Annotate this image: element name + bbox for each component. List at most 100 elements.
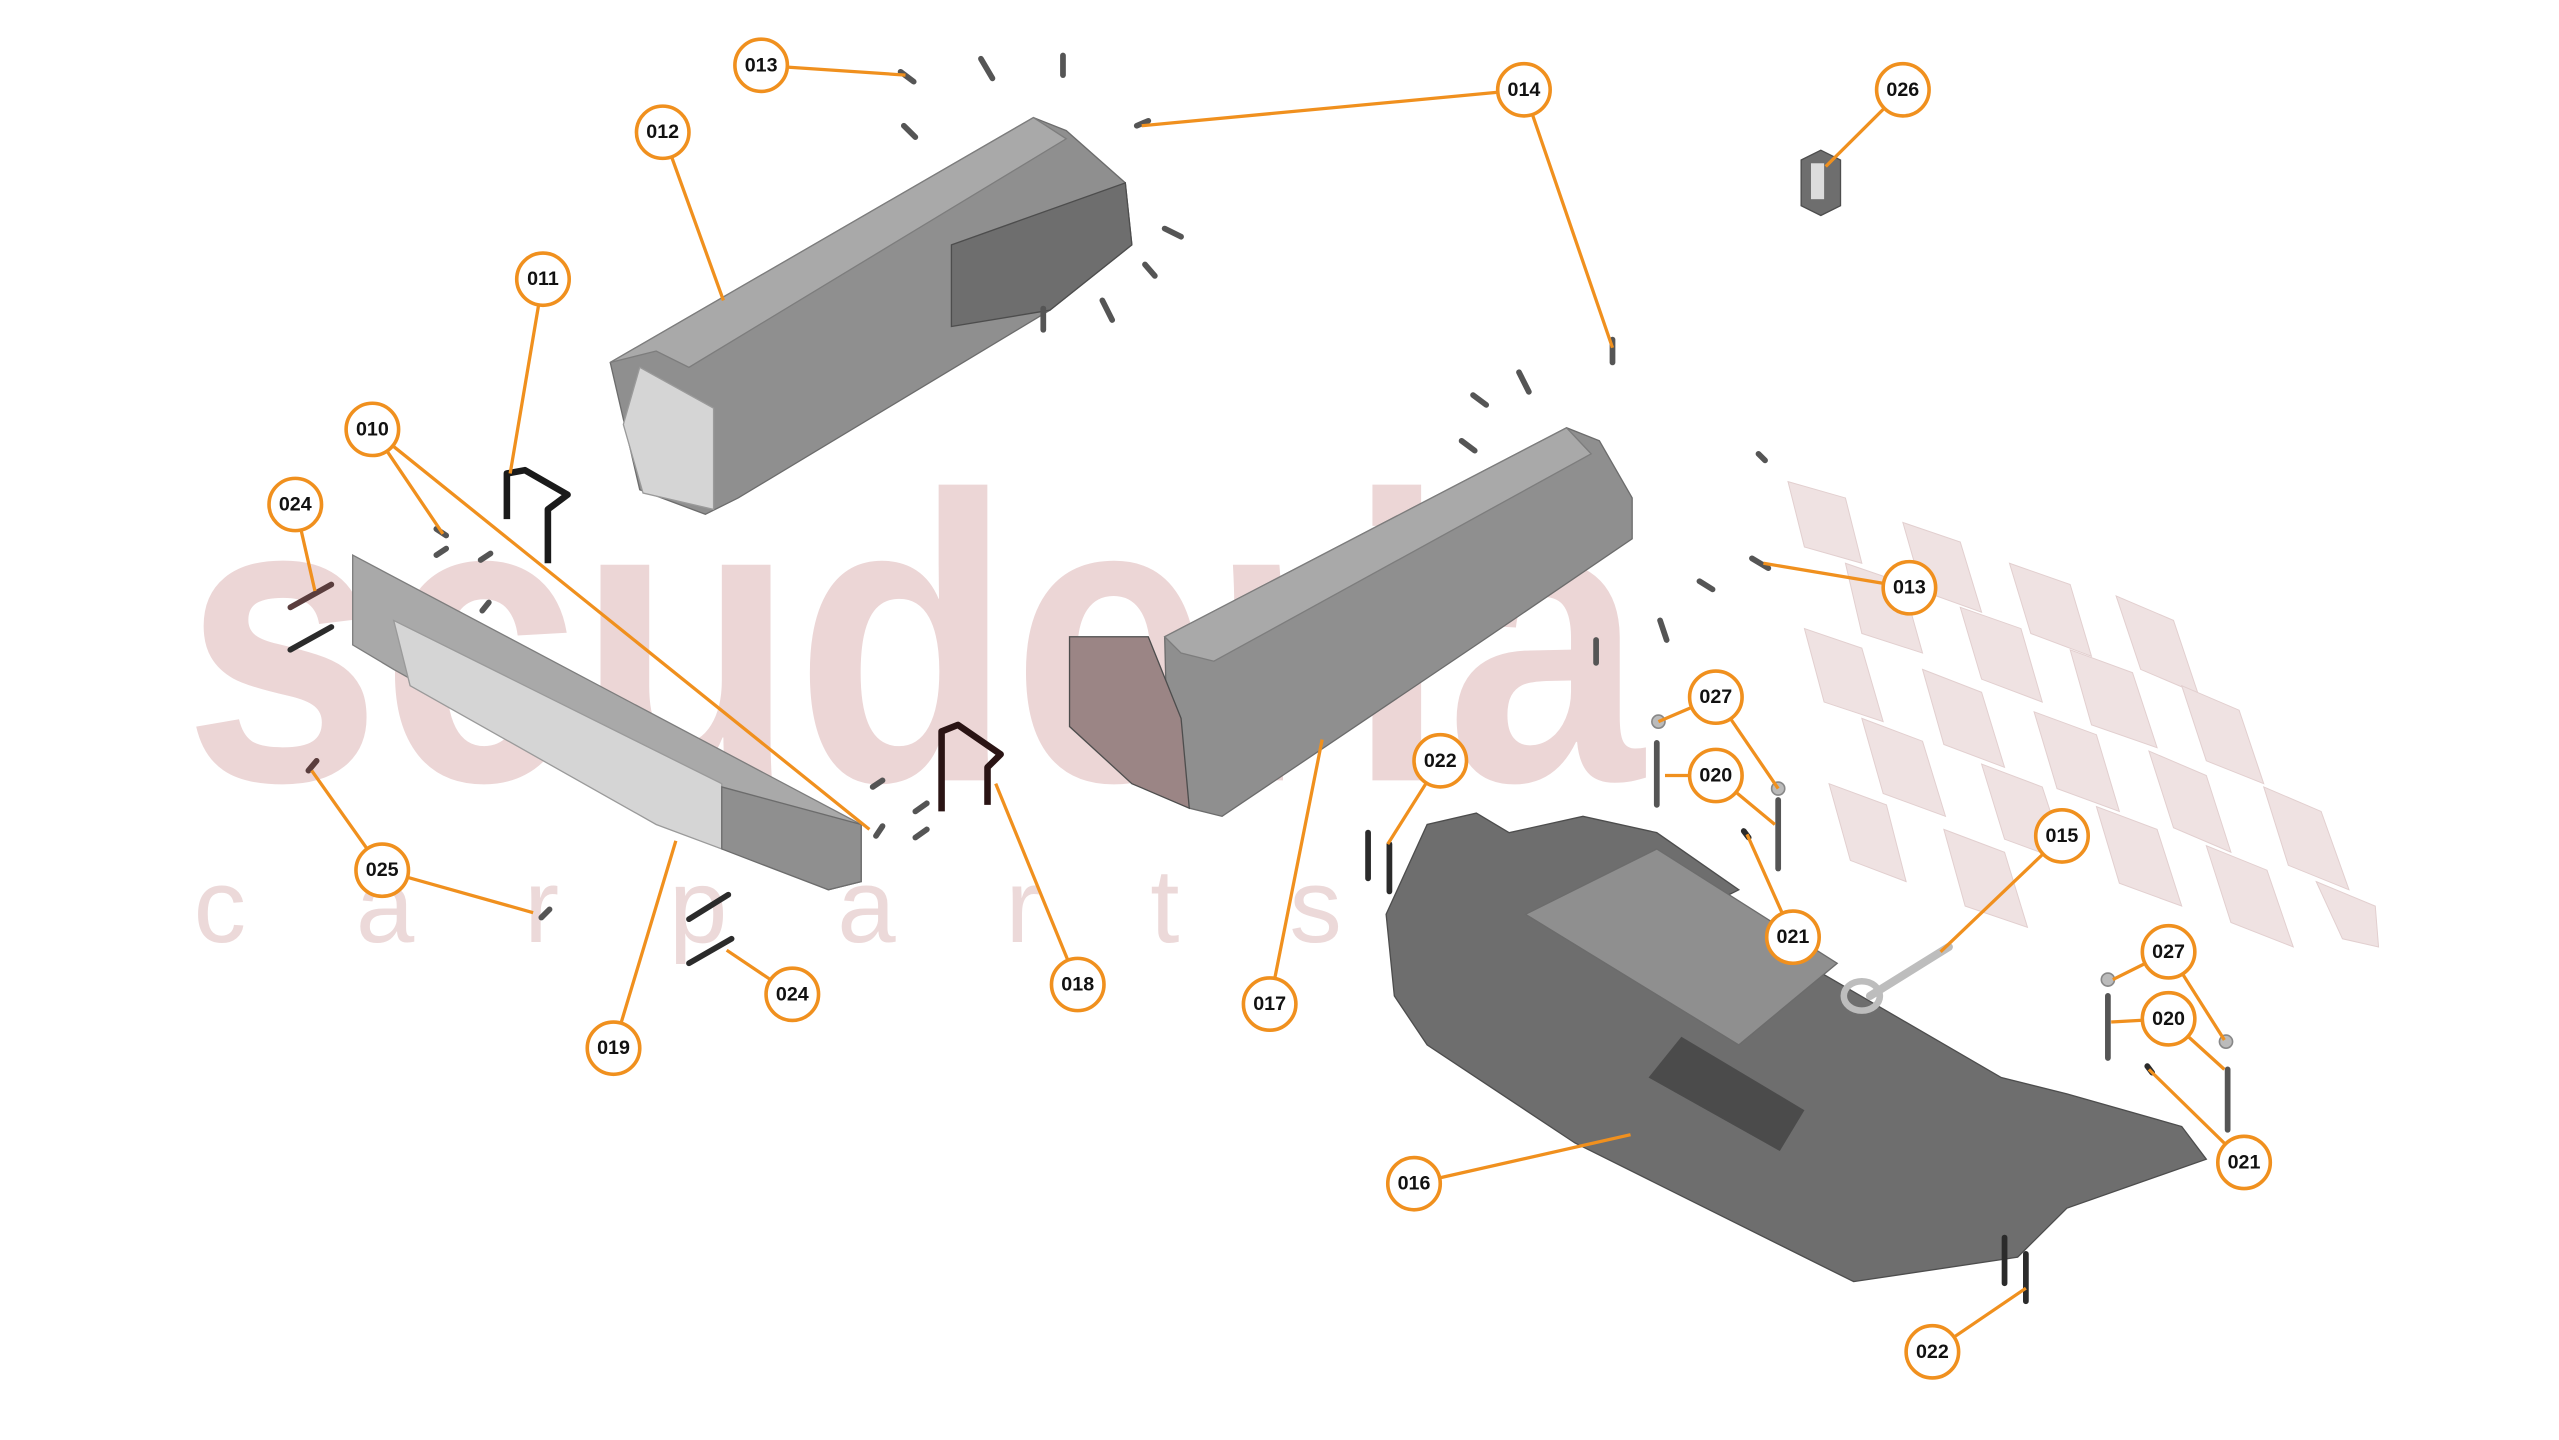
callout-027[interactable]: 027 (1687, 669, 1744, 726)
callout-021[interactable]: 021 (1764, 909, 1821, 966)
part-015-tow-eye[interactable] (1840, 942, 1953, 1014)
leader-line-019 (619, 840, 678, 1024)
callout-025[interactable]: 025 (354, 842, 411, 899)
callout-number: 027 (1699, 686, 1732, 708)
bolt (433, 545, 450, 558)
leader-line-015 (1939, 852, 2045, 954)
callout-024[interactable]: 024 (267, 476, 324, 533)
bolt (869, 777, 886, 790)
leader-line-011 (508, 304, 541, 474)
bolt (1099, 297, 1116, 323)
callout-number: 027 (2152, 941, 2185, 963)
watermark-checkered-flag (1787, 480, 2380, 948)
bolt (912, 826, 930, 841)
callout-circle (267, 476, 324, 533)
callout-012[interactable]: 012 (634, 104, 691, 161)
bolt (1516, 369, 1532, 395)
callout-number: 016 (1398, 1173, 1431, 1195)
callout-number: 025 (366, 859, 399, 881)
callout-labels: 013 012 014 026 011 010 024 013 027 020 022 021 015 0… (267, 37, 2273, 1380)
callout-number: 010 (356, 418, 389, 440)
callout-020[interactable]: 020 (2140, 990, 2197, 1047)
leader-line-020 (2111, 1018, 2143, 1024)
callout-circle (1687, 747, 1744, 804)
callout-circle (764, 966, 821, 1023)
callout-021[interactable]: 021 (2215, 1134, 2273, 1191)
callout-circle (1385, 1155, 1443, 1212)
callout-number: 024 (776, 983, 809, 1005)
bolt-long (287, 581, 335, 611)
bolt (1470, 392, 1490, 408)
part-019-crossmember[interactable] (352, 554, 862, 891)
bolt (305, 757, 320, 774)
callout-010[interactable]: 010 (344, 401, 401, 458)
callout-circle (1687, 669, 1744, 726)
callout-number: 014 (1508, 79, 1541, 101)
callout-number: 022 (1916, 1341, 1949, 1363)
bolt (1458, 437, 1478, 454)
callout-circle (514, 251, 572, 308)
callout-022[interactable]: 022 (1904, 1323, 1961, 1380)
callout-circle (2033, 808, 2091, 864)
bolt (1142, 261, 1158, 279)
callout-018[interactable]: 018 (1049, 956, 1106, 1013)
callout-circle (634, 104, 691, 161)
leader-line-026 (1824, 107, 1886, 168)
callout-022[interactable]: 022 (1412, 732, 1469, 789)
callout-number: 013 (1893, 577, 1926, 599)
callout-number: 017 (1253, 993, 1286, 1015)
callout-circle (1881, 559, 1938, 616)
callout-016[interactable]: 016 (1385, 1155, 1443, 1212)
leader-line-021 (2147, 1068, 2227, 1146)
leader-lines (299, 65, 2227, 1339)
bolt (1657, 617, 1670, 643)
part-012-frame-rail-upper[interactable] (609, 116, 1133, 515)
callout-number: 024 (279, 494, 312, 516)
washer (1651, 714, 1666, 729)
bolt (1749, 555, 1772, 572)
callout-014[interactable]: 014 (1495, 61, 1552, 118)
callout-circle (1874, 61, 1931, 118)
bolt (1133, 117, 1152, 129)
bolt-long (287, 624, 335, 653)
callout-number: 020 (1699, 765, 1732, 787)
callout-020[interactable]: 020 (1687, 747, 1744, 804)
callout-number: 019 (597, 1037, 630, 1059)
callout-number: 018 (1061, 974, 1094, 996)
bolt (978, 55, 996, 82)
leader-line-014 (1530, 113, 1615, 349)
leader-line-012 (670, 156, 725, 301)
callout-026[interactable]: 026 (1874, 61, 1931, 118)
callout-024[interactable]: 024 (764, 966, 821, 1023)
bolt (1161, 225, 1184, 240)
bolt (538, 906, 553, 921)
callout-circle (2215, 1134, 2273, 1191)
leader-line-013 (1763, 561, 1884, 586)
leader-line-020 (1734, 790, 1776, 826)
callout-013[interactable]: 013 (1881, 559, 1938, 616)
leader-line-027 (1729, 717, 1780, 790)
part-016-subframe[interactable] (1385, 812, 2208, 1283)
part-017-frame-rail-lower[interactable] (1068, 426, 1633, 818)
leader-line-024 (725, 948, 772, 982)
leader-line-020 (2186, 1035, 2226, 1071)
callout-011[interactable]: 011 (514, 251, 572, 308)
callout-013[interactable]: 013 (733, 37, 790, 94)
bolt (479, 599, 492, 614)
bolt (477, 550, 494, 563)
leader-line-013 (787, 65, 906, 77)
callout-circle (1241, 976, 1298, 1032)
leader-line-010 (385, 450, 445, 535)
leader-line-021 (1745, 833, 1784, 914)
callout-027[interactable]: 027 (2140, 923, 2197, 980)
callout-circle (1495, 61, 1552, 118)
leader-line-022 (1953, 1286, 2027, 1339)
callout-019[interactable]: 019 (585, 1020, 642, 1077)
callout-circle (1764, 909, 1821, 966)
part-026-clip[interactable] (1800, 149, 1842, 217)
callout-015[interactable]: 015 (2033, 808, 2091, 864)
part-018-bracket[interactable] (938, 721, 1004, 812)
leader-line-010 (391, 444, 871, 831)
callout-017[interactable]: 017 (1241, 976, 1298, 1032)
part-011-bracket[interactable] (503, 466, 571, 564)
